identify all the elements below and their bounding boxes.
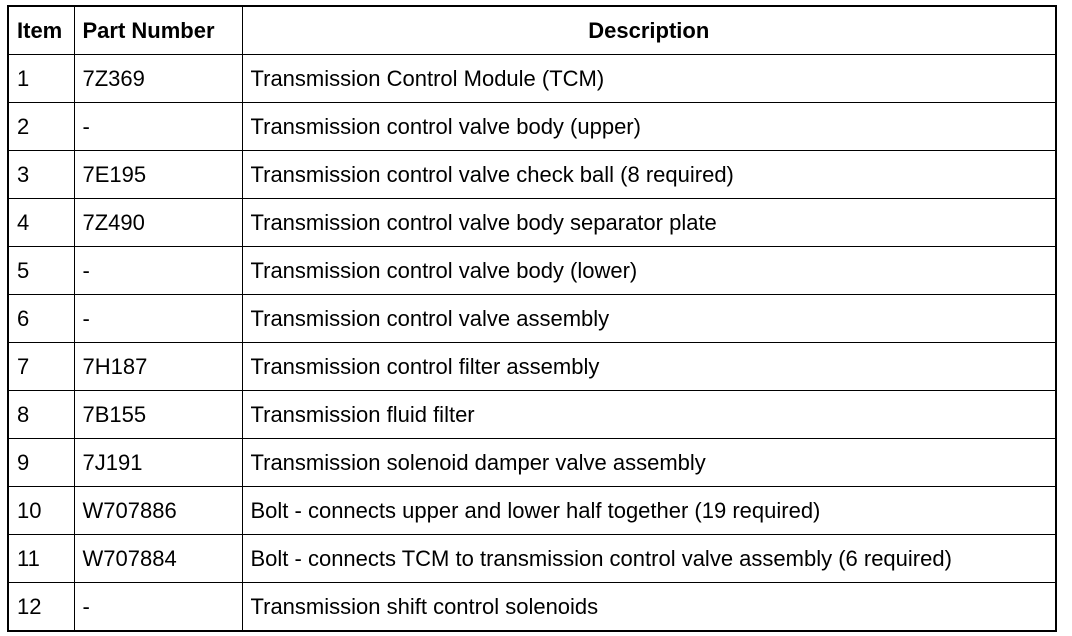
cell-part-number: - (73, 582, 243, 632)
cell-item: 6 (7, 294, 75, 343)
cell-description: Transmission Control Module (TCM) (241, 54, 1057, 103)
cell-description: Bolt - connects TCM to transmission cont… (241, 534, 1057, 583)
table-row: 5 - Transmission control valve body (low… (7, 246, 1057, 295)
cell-part-number: 7H187 (73, 342, 243, 391)
cell-description: Transmission control valve body separato… (241, 198, 1057, 247)
header-part-number: Part Number (73, 5, 243, 55)
cell-part-number: 7J191 (73, 438, 243, 487)
cell-description: Transmission control valve assembly (241, 294, 1057, 343)
table-row: 1 7Z369 Transmission Control Module (TCM… (7, 54, 1057, 103)
table-row: 12 - Transmission shift control solenoid… (7, 582, 1057, 632)
table-row: 7 7H187 Transmission control filter asse… (7, 342, 1057, 391)
cell-description: Transmission control filter assembly (241, 342, 1057, 391)
table-row: 2 - Transmission control valve body (upp… (7, 102, 1057, 151)
table-row: 10 W707886 Bolt - connects upper and low… (7, 486, 1057, 535)
cell-description: Transmission control valve check ball (8… (241, 150, 1057, 199)
table-row: 11 W707884 Bolt - connects TCM to transm… (7, 534, 1057, 583)
table-row: 8 7B155 Transmission fluid filter (7, 390, 1057, 439)
cell-part-number: - (73, 102, 243, 151)
cell-item: 2 (7, 102, 75, 151)
cell-item: 4 (7, 198, 75, 247)
parts-table-container: Item Part Number Description 1 7Z369 Tra… (7, 5, 1057, 632)
cell-part-number: 7Z490 (73, 198, 243, 247)
cell-item: 5 (7, 246, 75, 295)
cell-description: Bolt - connects upper and lower half tog… (241, 486, 1057, 535)
cell-description: Transmission shift control solenoids (241, 582, 1057, 632)
cell-description: Transmission solenoid damper valve assem… (241, 438, 1057, 487)
table-row: 3 7E195 Transmission control valve check… (7, 150, 1057, 199)
cell-item: 1 (7, 54, 75, 103)
table-row: 6 - Transmission control valve assembly (7, 294, 1057, 343)
cell-item: 11 (7, 534, 75, 583)
table-row: 4 7Z490 Transmission control valve body … (7, 198, 1057, 247)
cell-item: 7 (7, 342, 75, 391)
cell-part-number: W707886 (73, 486, 243, 535)
cell-description: Transmission control valve body (upper) (241, 102, 1057, 151)
cell-item: 8 (7, 390, 75, 439)
cell-part-number: - (73, 246, 243, 295)
table-header-row: Item Part Number Description (7, 5, 1057, 55)
table-row: 9 7J191 Transmission solenoid damper val… (7, 438, 1057, 487)
cell-item: 12 (7, 582, 75, 632)
cell-part-number: W707884 (73, 534, 243, 583)
cell-part-number: - (73, 294, 243, 343)
parts-table: Item Part Number Description 1 7Z369 Tra… (7, 5, 1057, 632)
cell-item: 9 (7, 438, 75, 487)
cell-part-number: 7B155 (73, 390, 243, 439)
header-description: Description (241, 5, 1057, 55)
cell-item: 3 (7, 150, 75, 199)
cell-description: Transmission fluid filter (241, 390, 1057, 439)
cell-part-number: 7E195 (73, 150, 243, 199)
cell-item: 10 (7, 486, 75, 535)
cell-description: Transmission control valve body (lower) (241, 246, 1057, 295)
header-item: Item (7, 5, 75, 55)
cell-part-number: 7Z369 (73, 54, 243, 103)
